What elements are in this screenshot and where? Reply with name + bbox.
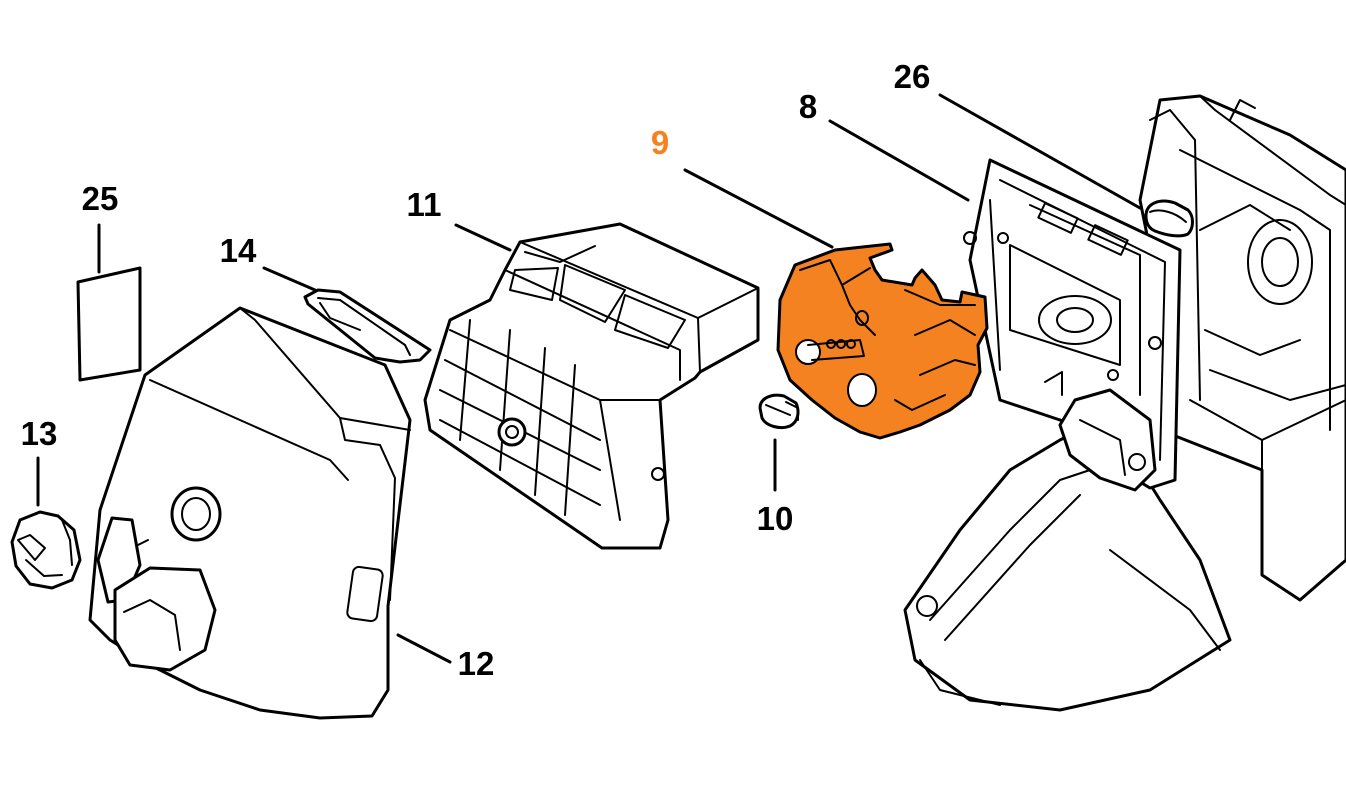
leader-lines [36, 93, 1142, 664]
part-10-screw [758, 393, 800, 430]
callout-9: 9 [651, 124, 669, 161]
callout-12: 12 [458, 645, 495, 682]
leader-11 [454, 223, 512, 252]
leader-26 [938, 93, 1142, 210]
leader-8 [828, 119, 970, 202]
leader-14 [262, 266, 317, 292]
callout-labels: 25 14 11 9 8 26 13 10 12 [21, 58, 931, 682]
carburetor-lever [1058, 388, 1157, 492]
leader-9 [683, 168, 834, 249]
part-26-grommet [1144, 199, 1194, 238]
part-11-air-filter [423, 222, 760, 550]
part-13-knob [10, 510, 82, 590]
callout-10: 10 [757, 500, 794, 537]
engine-housing [903, 94, 1346, 712]
part-14-filter-seal [303, 288, 432, 364]
callout-26: 26 [894, 58, 931, 95]
callout-14: 14 [220, 232, 257, 269]
part-12-shroud [88, 306, 412, 720]
part-9-shape [776, 242, 989, 440]
part-25-label [76, 266, 142, 382]
callout-25: 25 [82, 180, 119, 217]
part-9-intake-manifold [776, 242, 989, 440]
callout-8: 8 [799, 88, 817, 125]
leader-12 [396, 633, 452, 664]
callout-13: 13 [21, 415, 58, 452]
callout-11: 11 [407, 186, 442, 223]
